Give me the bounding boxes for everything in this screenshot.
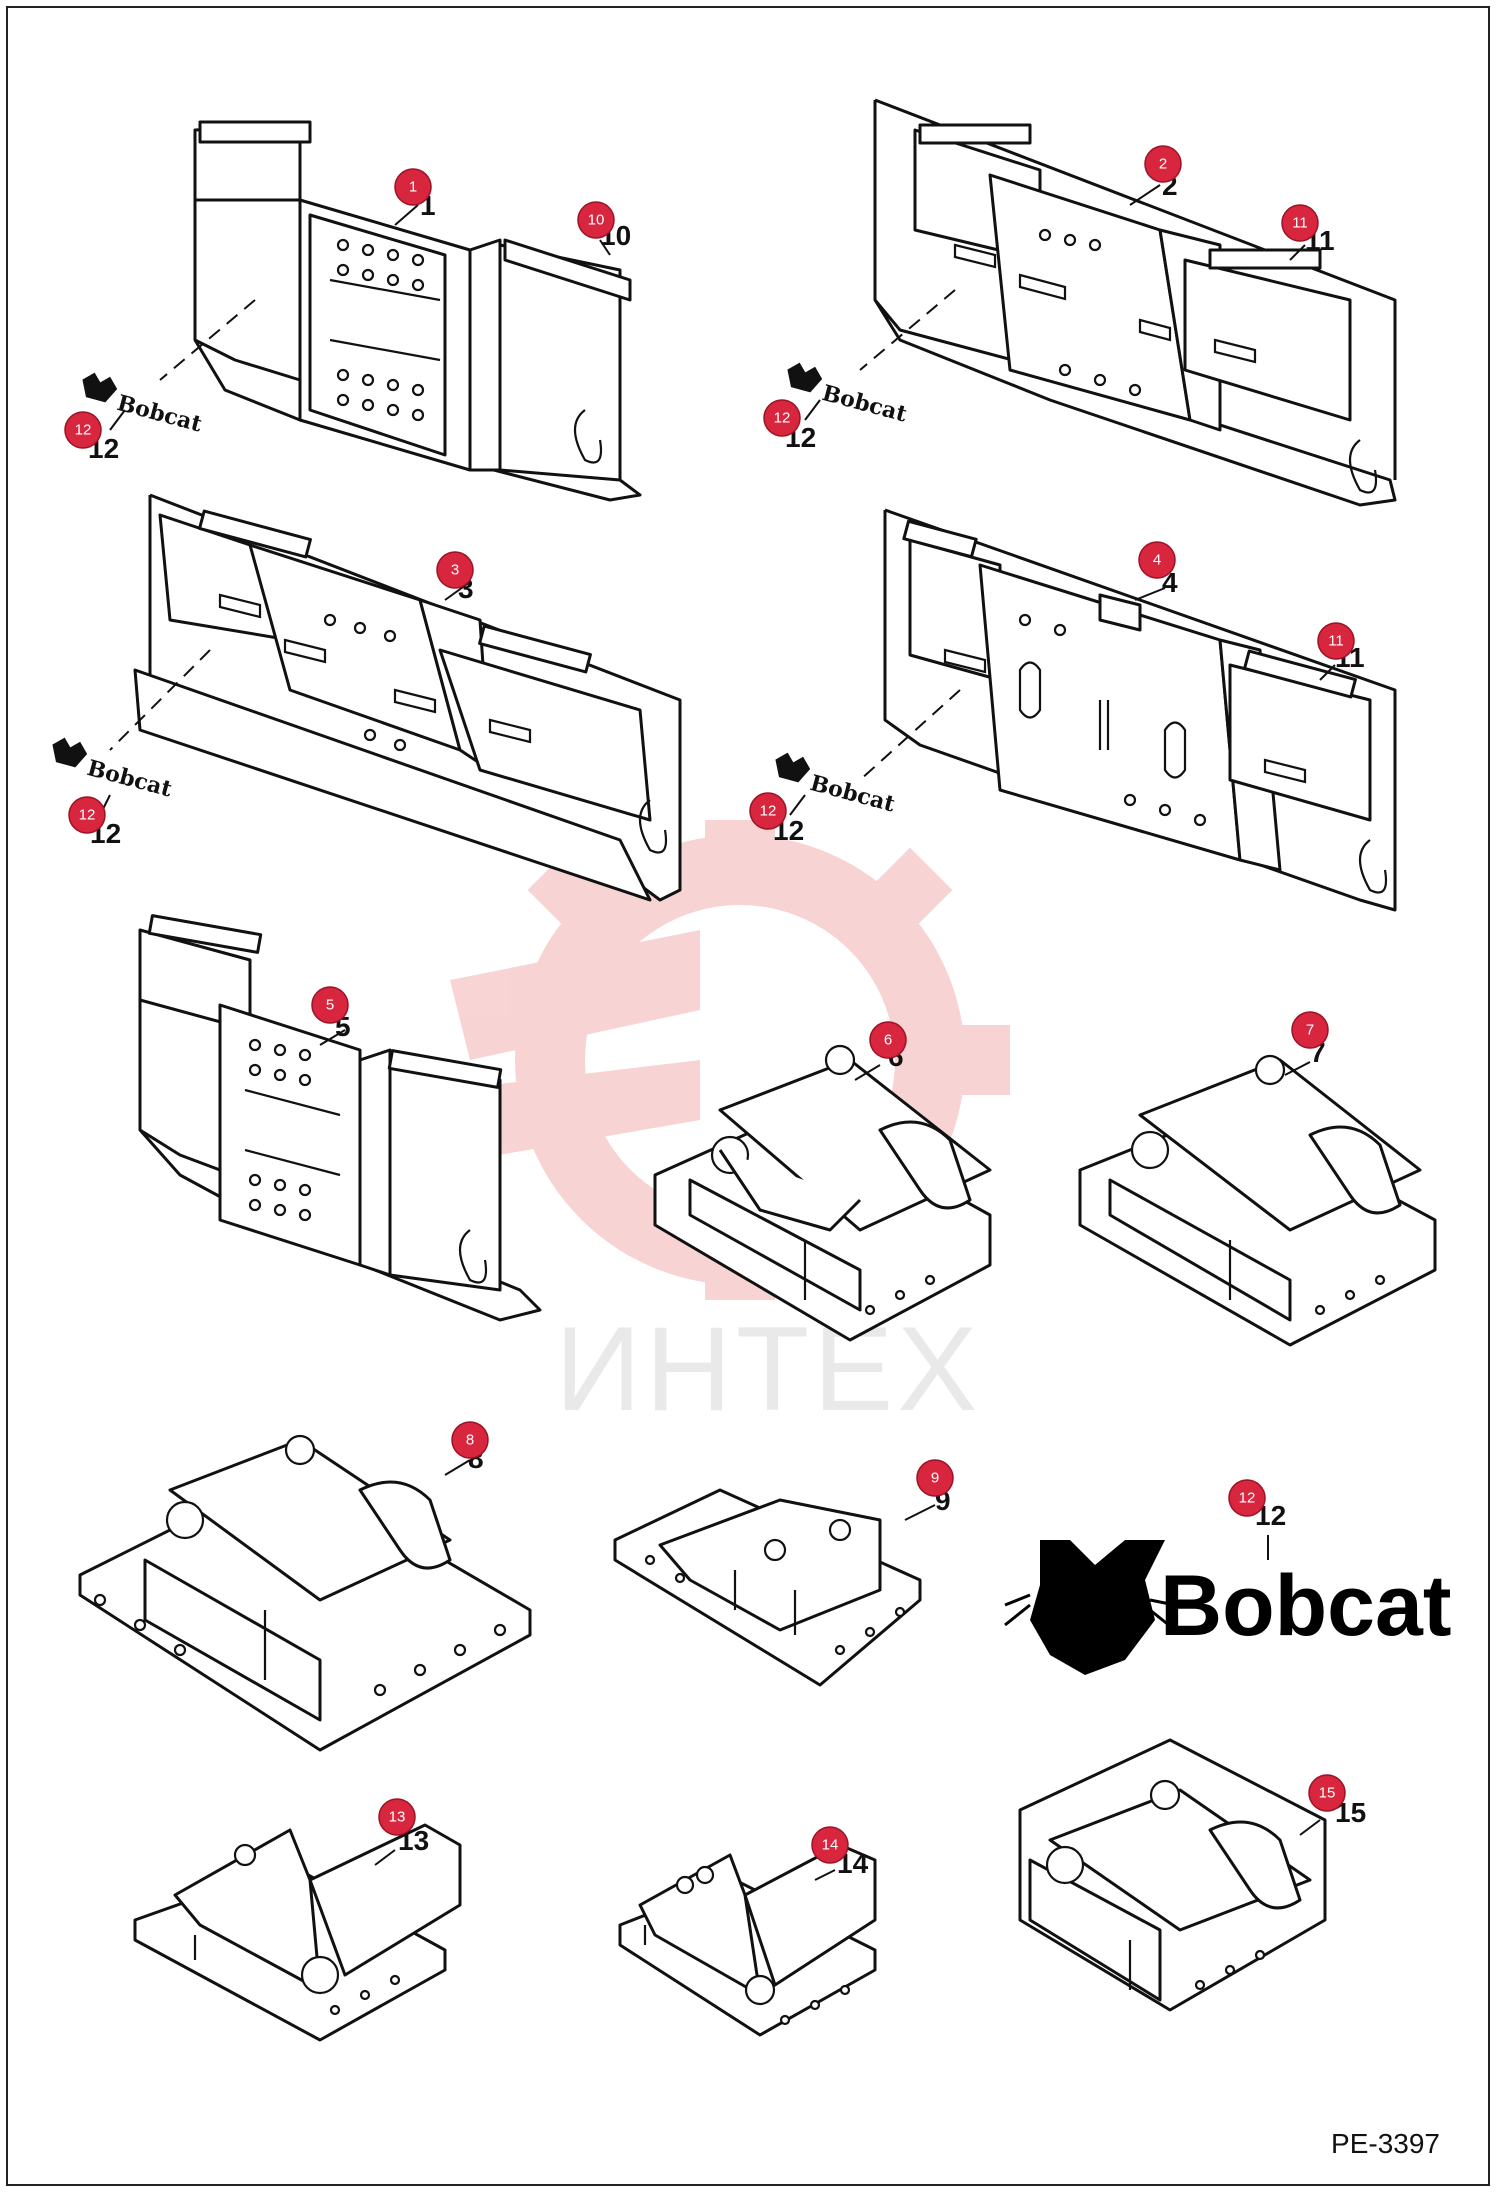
svg-text:13: 13 (389, 1809, 406, 1826)
callout-5[interactable]: 5 (311, 986, 349, 1024)
svg-text:12: 12 (79, 807, 96, 824)
bobcat-logo-large: Bobcat (1004, 1535, 1451, 1675)
callout-8[interactable]: 8 (451, 1421, 489, 1459)
part-2-plate (859, 98, 1397, 507)
svg-text:12: 12 (774, 410, 791, 427)
leader-lines (99, 184, 1336, 1881)
callout-3[interactable]: 3 (436, 551, 474, 589)
bobcat-mascot-icon (52, 737, 88, 768)
callout-7[interactable]: 7 (1291, 1011, 1329, 1049)
callout-1[interactable]: 1 (394, 168, 432, 206)
svg-text:12: 12 (760, 803, 777, 820)
bobcat-mascot-icon (775, 752, 811, 783)
svg-text:7: 7 (1306, 1022, 1314, 1039)
callout-14[interactable]: 14 (811, 1826, 849, 1864)
diagram-frame (6, 6, 1490, 2186)
callout-13[interactable]: 13 (378, 1798, 416, 1836)
bobcat-decal-text: Bobcat (84, 755, 175, 803)
svg-text:14: 14 (822, 1837, 839, 1854)
callout-9[interactable]: 9 (916, 1459, 954, 1497)
bobcat-mascot-icon (82, 372, 118, 403)
part-7-coupler (1078, 1054, 1437, 1347)
part-15-coupler (1018, 1738, 1327, 2012)
document-code: PE-3397 (1331, 2128, 1440, 2159)
callout-6[interactable]: 6 (869, 1021, 907, 1059)
bobcat-mascot-icon (787, 362, 823, 393)
callout-10[interactable]: 10 (577, 201, 615, 239)
svg-text:10: 10 (588, 212, 605, 229)
svg-text:3: 3 (451, 562, 459, 579)
part-4-plate (859, 508, 1397, 912)
callout-12[interactable]: 12 (68, 796, 106, 834)
callout-11[interactable]: 11 (1281, 204, 1319, 242)
svg-text:6: 6 (884, 1032, 892, 1049)
part-6-coupler (653, 1044, 992, 1342)
part-1-plate (159, 120, 642, 502)
part-8-coupler (78, 1434, 532, 1752)
svg-text:11: 11 (1328, 633, 1344, 650)
bobcat-decal-3: Bobcat (52, 737, 175, 803)
svg-text:1: 1 (409, 179, 417, 196)
callout-2[interactable]: 2 (1144, 145, 1182, 183)
callout-12[interactable]: 12 (1228, 1479, 1266, 1517)
part-3-plate (109, 493, 682, 902)
bobcat-logo-text: Bobcat (1160, 1558, 1451, 1654)
callout-15[interactable]: 15 (1308, 1774, 1346, 1812)
svg-text:9: 9 (931, 1470, 939, 1487)
callout-12[interactable]: 12 (749, 792, 787, 830)
callout-11[interactable]: 11 (1317, 622, 1355, 660)
bobcat-decal-text: Bobcat (807, 770, 898, 818)
callout-4[interactable]: 4 (1138, 541, 1176, 579)
svg-text:11: 11 (1292, 215, 1308, 232)
watermark-text: ИНТЕХ (555, 1302, 981, 1436)
svg-text:12: 12 (75, 422, 92, 439)
bobcat-decal-text: Bobcat (819, 380, 910, 428)
svg-text:2: 2 (1159, 156, 1167, 173)
part-9-bracket-plate (613, 1488, 922, 1687)
svg-text:15: 15 (1319, 1785, 1336, 1802)
callout-12[interactable]: 12 (64, 411, 102, 449)
callout-badges: 1 2 3 4 5 6 7 8 9 10 11 11 12 12 12 12 1… (64, 145, 1355, 1864)
callout-12[interactable]: 12 (763, 399, 801, 437)
bobcat-decal-text: Bobcat (114, 390, 205, 438)
svg-text:5: 5 (326, 997, 334, 1014)
svg-text:12: 12 (1239, 1490, 1256, 1507)
svg-text:4: 4 (1153, 552, 1161, 569)
part-5-plate (138, 914, 542, 1322)
svg-text:8: 8 (466, 1432, 474, 1449)
bobcat-head-icon (1004, 1540, 1176, 1675)
part-13-bracket (133, 1823, 462, 2042)
